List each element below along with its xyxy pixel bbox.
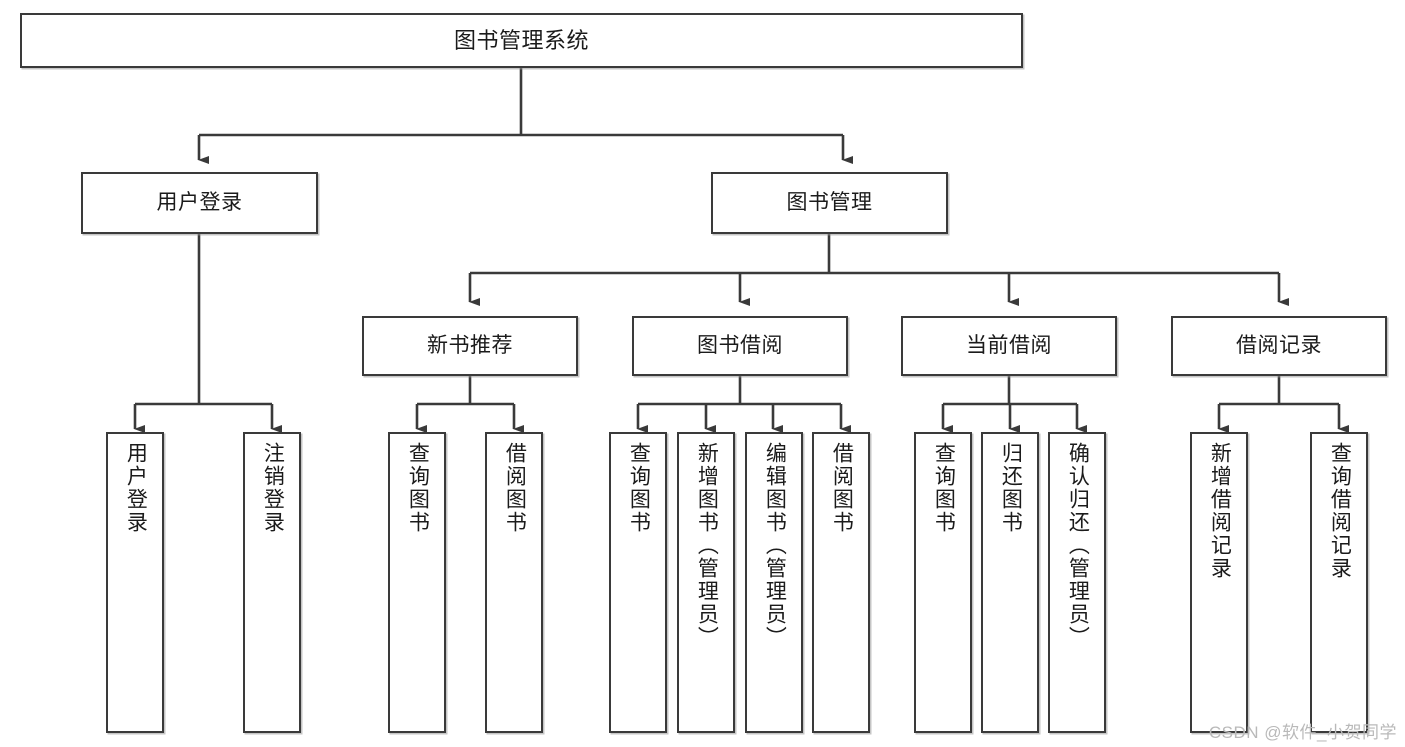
node-label: 查询借阅记录 [1328,442,1352,580]
node-borrow-record[interactable]: 借阅记录 [1171,316,1387,376]
leaf-record-query-record[interactable]: 查询借阅记录 [1310,432,1368,733]
node-book-management[interactable]: 图书管理 [711,172,948,234]
node-label: 借阅记录 [1236,333,1322,357]
leaf-user-login-login[interactable]: 用户登录 [106,432,164,733]
node-label: 借阅图书 [503,442,527,534]
node-label: 查询图书 [627,442,651,534]
node-new-book-recommend[interactable]: 新书推荐 [362,316,578,376]
node-label: 新书推荐 [427,333,513,357]
leaf-recommend-borrow-book[interactable]: 借阅图书 [485,432,543,733]
leaf-current-return-book[interactable]: 归还图书 [981,432,1039,733]
leaf-borrow-add-book-admin[interactable]: 新增图书（管理员） [677,432,735,733]
leaf-borrow-edit-book-admin[interactable]: 编辑图书（管理员） [745,432,803,733]
node-label: 图书借阅 [697,333,783,357]
node-label: 新增图书（管理员） [695,442,719,649]
node-label: 借阅图书 [830,442,854,534]
node-label: 确认归还（管理员） [1066,442,1090,649]
node-book-borrow[interactable]: 图书借阅 [632,316,848,376]
node-root-system[interactable]: 图书管理系统 [20,13,1023,68]
node-label: 图书管理系统 [453,27,589,53]
leaf-record-add-record[interactable]: 新增借阅记录 [1190,432,1248,733]
node-label: 图书管理 [786,190,873,214]
node-label: 用户登录 [124,442,148,534]
leaf-user-login-logout[interactable]: 注销登录 [243,432,301,733]
node-label: 查询图书 [932,442,956,534]
node-label: 新增借阅记录 [1208,442,1232,580]
leaf-current-confirm-return-admin[interactable]: 确认归还（管理员） [1048,432,1106,733]
node-user-login[interactable]: 用户登录 [81,172,318,234]
leaf-borrow-query-book[interactable]: 查询图书 [609,432,667,733]
watermark-text: CSDN @软件_小贺同学 [1208,723,1397,742]
node-label: 归还图书 [999,442,1023,534]
leaf-recommend-query-book[interactable]: 查询图书 [388,432,446,733]
leaf-current-query-book[interactable]: 查询图书 [914,432,972,733]
node-label: 用户登录 [156,190,243,214]
node-label: 编辑图书（管理员） [763,442,787,649]
node-label: 查询图书 [406,442,430,534]
node-label: 注销登录 [261,442,285,534]
leaf-borrow-borrow-book[interactable]: 借阅图书 [812,432,870,733]
node-current-borrow[interactable]: 当前借阅 [901,316,1117,376]
node-label: 当前借阅 [966,333,1052,357]
